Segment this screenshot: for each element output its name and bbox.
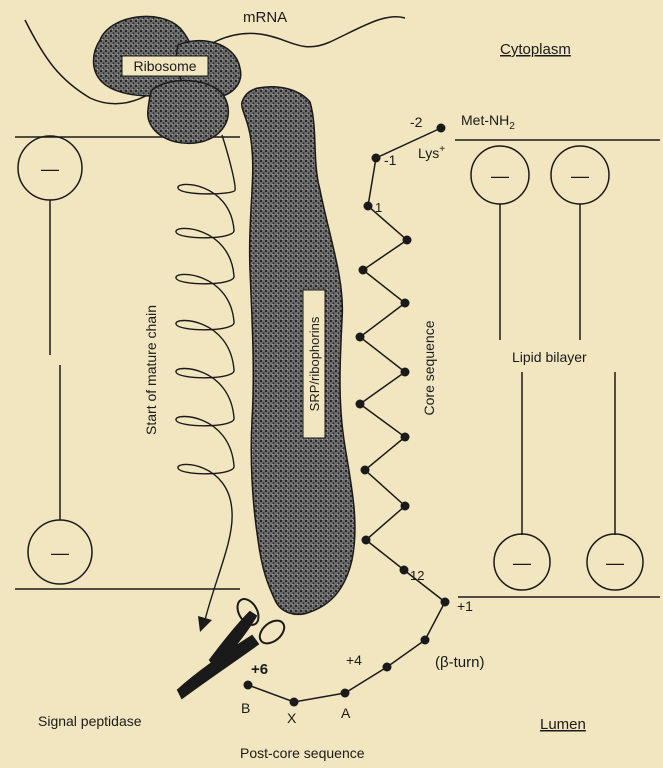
pos-plus1-label: +1 <box>457 598 473 614</box>
lumen-label: Lumen <box>540 716 586 733</box>
lipid-minus-3: — <box>491 166 509 186</box>
pos-minus2-label: -2 <box>410 114 423 130</box>
lys-label: Lys+ <box>418 144 445 161</box>
mrna-label: mRNA <box>243 9 287 26</box>
membrane-top-line <box>15 137 660 140</box>
cytoplasm-label: Cytoplasm <box>500 41 571 58</box>
post-core-sequence-label: Post-core sequence <box>240 745 365 761</box>
pos-plus4-label: +4 <box>346 652 362 668</box>
pos-12-label: 12 <box>410 568 424 583</box>
lipid-minus-5: — <box>513 553 531 573</box>
beta-turn-label: (β-turn) <box>435 654 484 671</box>
scissors-icon <box>178 595 289 698</box>
lipid-bilayer-label: Lipid bilayer <box>512 349 587 365</box>
residue-a-label: A <box>341 705 351 721</box>
pos-1-label: 1 <box>375 200 382 215</box>
residue-b-label: B <box>241 700 250 716</box>
mature-chain-helix <box>176 135 235 620</box>
signal-peptidase-label: Signal peptidase <box>38 713 142 729</box>
srp-ribophorins <box>242 87 355 615</box>
lipid-minus-2: — <box>51 543 69 563</box>
ribosome <box>94 16 241 143</box>
ribosome-label: Ribosome <box>133 58 196 74</box>
start-mature-chain-label: Start of mature chain <box>143 305 159 435</box>
helix-arrowhead <box>198 616 212 632</box>
pos-plus6-label: +6 <box>251 661 268 678</box>
lipid-minus-6: — <box>606 553 624 573</box>
srp-label: SRP/ribophorins <box>307 316 322 411</box>
core-sequence-label: Core sequence <box>421 320 437 415</box>
residue-x-label: X <box>287 710 297 726</box>
lipid-minus-4: — <box>571 166 589 186</box>
pos-minus1-label: -1 <box>384 152 397 168</box>
lipid-minus-1: — <box>41 159 59 179</box>
met-label: Met-NH2 <box>461 112 515 132</box>
